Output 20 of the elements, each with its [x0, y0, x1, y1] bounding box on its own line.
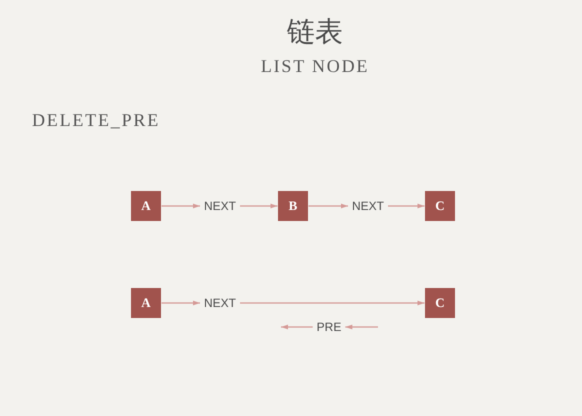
pointer-label: NEXT [352, 200, 384, 212]
arrow [308, 204, 348, 208]
arrow [162, 204, 200, 208]
node-box: A [131, 191, 161, 221]
node-box: C [425, 191, 455, 221]
node-box: C [425, 288, 455, 318]
arrow [388, 204, 424, 208]
arrow [240, 204, 278, 208]
arrow [240, 300, 424, 306]
node-box: A [131, 288, 161, 318]
pointer-label: NEXT [204, 200, 236, 212]
node-box: B [278, 191, 308, 221]
arrow [281, 324, 313, 330]
title: 链表 [287, 19, 343, 47]
arrow [162, 300, 200, 306]
subtitle: LIST NODE [260, 57, 370, 75]
section-heading: DELETE_PRE [32, 111, 160, 129]
pointer-label: NEXT [204, 297, 236, 309]
arrow [345, 324, 378, 330]
pointer-label: PRE [316, 321, 342, 333]
